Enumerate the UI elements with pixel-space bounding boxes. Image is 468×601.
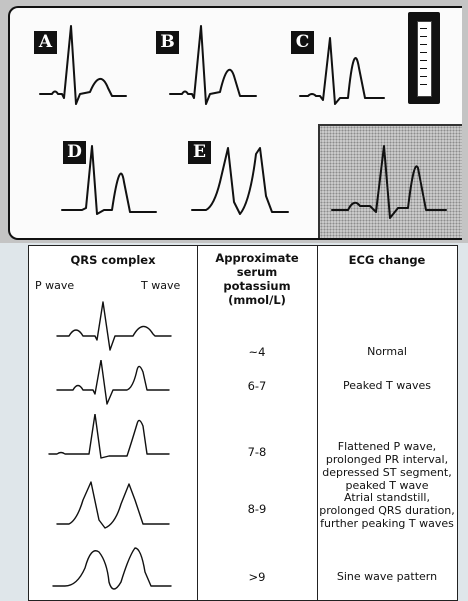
- qrs-trace-normal: [56, 301, 172, 351]
- potassium-value: 8-9: [247, 502, 267, 516]
- ecg-change-line: depressed ST segment,: [322, 466, 452, 479]
- trace-d: [61, 145, 157, 215]
- ecg-change-line: further peaking T waves: [320, 517, 454, 530]
- trace-inset: [331, 145, 447, 219]
- p-wave-label: P wave: [35, 279, 75, 292]
- trace-e: [191, 147, 289, 215]
- potassium-value: 6-7: [247, 379, 267, 393]
- ecg-change-line: prolonged QRS duration,: [319, 504, 455, 517]
- ecg-photo-panel: A B C D E: [0, 0, 468, 243]
- ecg-change-line: Flattened P wave,: [337, 440, 437, 453]
- t-wave-label: T wave: [141, 279, 181, 292]
- ecg-change-line: Normal: [367, 345, 407, 358]
- ecg-change-line: Sine wave pattern: [336, 570, 438, 583]
- potassium-value: >9: [248, 570, 266, 584]
- header-qrs: QRS complex: [70, 253, 156, 267]
- ecg-change: Atrial standstill, prolonged QRS duratio…: [317, 491, 457, 530]
- header-potassium: Approximate serum potassium (mmol/L): [197, 251, 317, 307]
- trace-a: [39, 25, 127, 105]
- ecg-change-line: Atrial standstill,: [344, 491, 430, 504]
- qrs-trace-flattened-p: [48, 414, 170, 459]
- qrs-trace-peaked-t: [56, 360, 170, 405]
- label-c: C: [291, 31, 314, 54]
- potassium-value: ~4: [248, 345, 266, 359]
- qrs-trace-sine-wave: [52, 547, 172, 590]
- column-divider: [197, 246, 198, 600]
- calibration-ruler: [408, 12, 440, 104]
- header-ecg: ECG change: [348, 253, 426, 267]
- ruler-scale: [417, 21, 432, 97]
- hyperkalemia-table: QRS complex Approximate serum potassium …: [28, 245, 458, 601]
- label-d: D: [63, 141, 86, 164]
- ecg-change-line: prolonged PR interval,: [325, 453, 449, 466]
- ecg-change: Flattened P wave, prolonged PR interval,…: [317, 440, 457, 492]
- trace-c: [299, 37, 385, 105]
- label-a: A: [34, 31, 57, 54]
- label-b: B: [156, 31, 179, 54]
- label-e: E: [188, 141, 211, 164]
- column-divider: [317, 246, 318, 600]
- ecg-change: Normal: [317, 345, 457, 358]
- qrs-trace-atrial-standstill: [56, 481, 170, 529]
- header-potassium-line2: potassium (mmol/L): [223, 279, 291, 307]
- ecg-change: Peaked T waves: [317, 379, 457, 392]
- header-potassium-line1: Approximate serum: [215, 251, 299, 279]
- ecg-change: Sine wave pattern: [317, 570, 457, 583]
- potassium-value: 7-8: [247, 445, 267, 459]
- trace-b: [169, 25, 257, 105]
- ecg-change-line: Peaked T waves: [343, 379, 431, 392]
- ecg-change-line: peaked T wave: [345, 479, 429, 492]
